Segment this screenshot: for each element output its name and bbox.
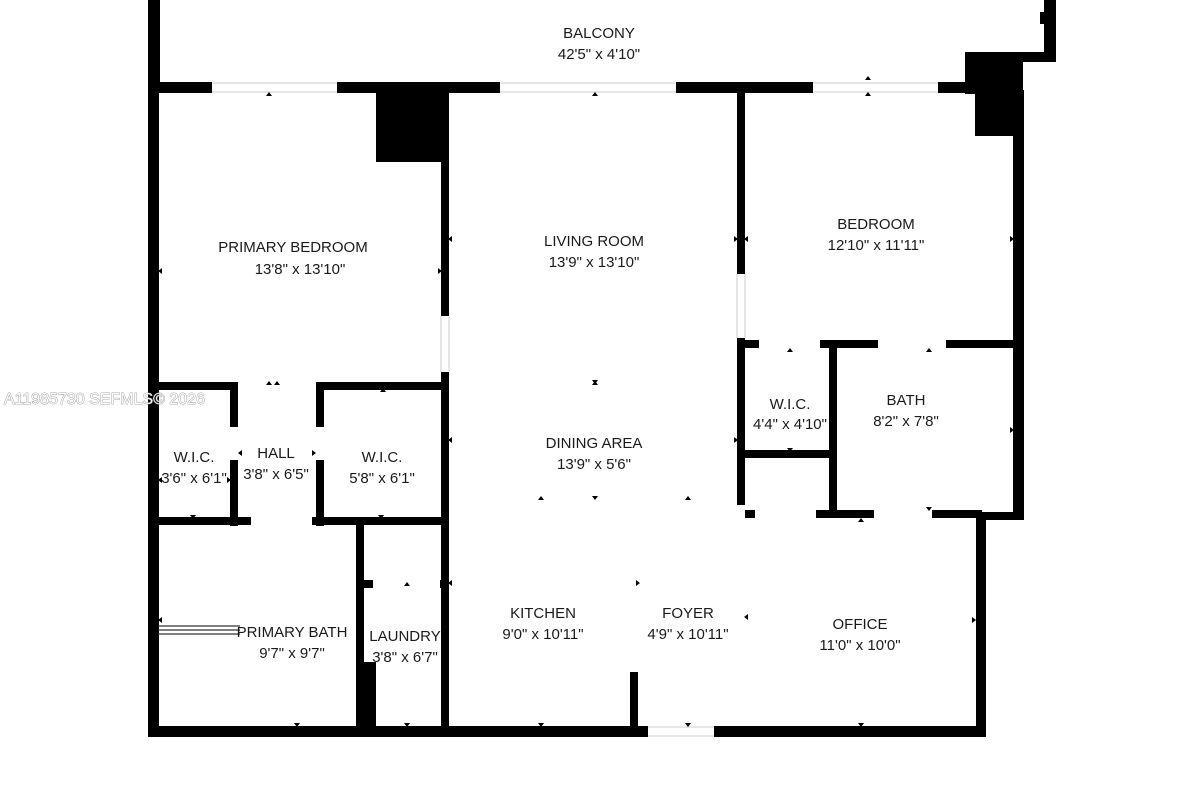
room-primary-bath: PRIMARY BATH 9'7" x 9'7" [237, 624, 348, 662]
room-dining-area-dims: 13'9" x 5'6" [557, 456, 631, 473]
mls-watermark: A11985730 SEFMLS© 2026 [4, 391, 205, 408]
room-living-room: LIVING ROOM 13'9" x 13'10" [544, 233, 644, 271]
room-foyer-dims: 4'9" x 10'11" [647, 626, 728, 643]
room-primary-bedroom-name: PRIMARY BEDROOM [218, 239, 367, 256]
room-wic-right-dims: 4'4" x 4'10" [753, 416, 827, 433]
room-foyer: FOYER 4'9" x 10'11" [647, 605, 728, 643]
room-kitchen-name: KITCHEN [510, 605, 576, 622]
walls [148, 0, 1056, 737]
room-living-room-name: LIVING ROOM [544, 233, 644, 250]
room-dining-area: DINING AREA 13'9" x 5'6" [546, 435, 643, 473]
room-wic-left-name: W.I.C. [174, 449, 215, 466]
room-office-name: OFFICE [833, 616, 888, 633]
room-wic-left: W.I.C. 3'6" x 6'1" [161, 449, 227, 487]
room-bath-name: BATH [887, 392, 926, 409]
room-bedroom: BEDROOM 12'10" x 11'11" [828, 216, 925, 254]
room-balcony-name: BALCONY [563, 25, 635, 42]
room-laundry-dims: 3'8" x 6'7" [372, 649, 438, 666]
room-office: OFFICE 11'0" x 10'0" [819, 616, 900, 654]
bath-counter [158, 625, 240, 635]
room-living-room-dims: 13'9" x 13'10" [549, 254, 640, 271]
room-primary-bath-dims: 9'7" x 9'7" [259, 645, 325, 662]
dimension-markers [158, 76, 1014, 727]
room-balcony: BALCONY 42'5" x 4'10" [558, 25, 640, 63]
room-wic-mid-name: W.I.C. [362, 449, 403, 466]
room-laundry-name: LAUNDRY [369, 628, 440, 645]
room-wic-right-name: W.I.C. [770, 396, 811, 413]
room-primary-bedroom: PRIMARY BEDROOM 13'8" x 13'10" [218, 239, 367, 278]
window-lines [212, 82, 938, 737]
room-kitchen: KITCHEN 9'0" x 10'11" [502, 605, 583, 643]
room-wic-mid: W.I.C. 5'8" x 6'1" [349, 449, 415, 487]
room-laundry: LAUNDRY 3'8" x 6'7" [369, 628, 440, 666]
room-wic-right: W.I.C. 4'4" x 4'10" [753, 396, 827, 433]
room-bedroom-dims: 12'10" x 11'11" [828, 237, 925, 254]
room-hall: HALL 3'8" x 6'5" [243, 445, 309, 483]
room-bedroom-name: BEDROOM [837, 216, 915, 233]
room-primary-bedroom-dims: 13'8" x 13'10" [255, 261, 346, 278]
room-hall-dims: 3'8" x 6'5" [243, 466, 309, 483]
room-bath-dims: 8'2" x 7'8" [873, 413, 939, 430]
room-wic-mid-dims: 5'8" x 6'1" [349, 470, 415, 487]
room-foyer-name: FOYER [662, 605, 714, 622]
room-wic-left-dims: 3'6" x 6'1" [161, 470, 227, 487]
room-kitchen-dims: 9'0" x 10'11" [502, 626, 583, 643]
room-dining-area-name: DINING AREA [546, 435, 643, 452]
room-primary-bath-name: PRIMARY BATH [237, 624, 348, 641]
room-balcony-dims: 42'5" x 4'10" [558, 46, 640, 63]
room-office-dims: 11'0" x 10'0" [819, 637, 900, 654]
room-bath: BATH 8'2" x 7'8" [873, 392, 939, 430]
room-hall-name: HALL [257, 445, 295, 462]
